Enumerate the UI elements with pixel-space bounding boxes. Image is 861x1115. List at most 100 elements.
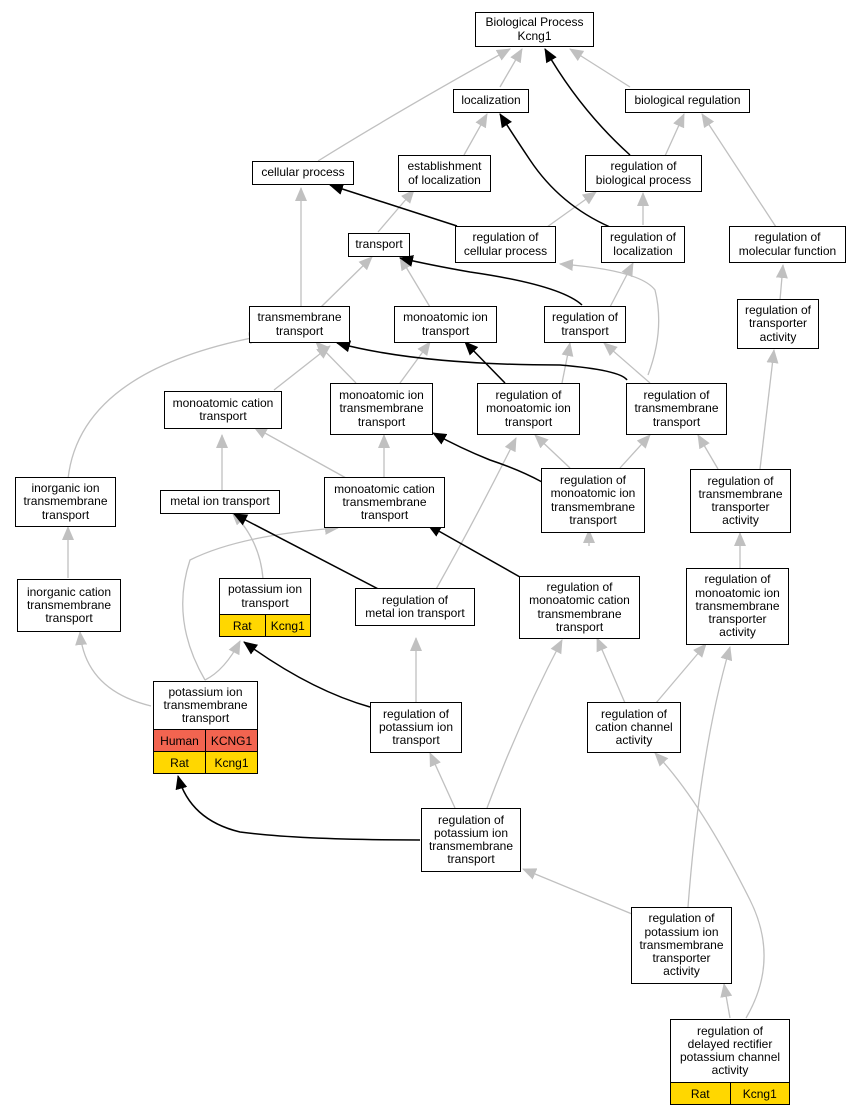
node-label: Biological Process Kcng1 xyxy=(485,15,584,43)
edge xyxy=(75,631,152,707)
node-transmembrane-transport[interactable]: transmembrane transport xyxy=(249,306,350,343)
edge xyxy=(231,511,264,580)
edge xyxy=(429,752,456,809)
edge xyxy=(534,434,571,469)
edge xyxy=(499,48,523,88)
node-label: regulation of potassium ion transmembran… xyxy=(428,812,514,867)
edge xyxy=(603,342,651,384)
node-label: localization xyxy=(461,93,521,108)
edge xyxy=(499,113,611,228)
node-label: potassium ion transmembrane transport xyxy=(163,684,248,726)
node-regulation-of-monoatomic-ion-transmembrane-transport[interactable]: regulation of monoatomic ion transmembra… xyxy=(541,468,645,533)
edge xyxy=(544,48,631,156)
node-regulation-of-transmembrane-transporter-activity[interactable]: regulation of transmembrane transporter … xyxy=(690,469,791,533)
node-label: regulation of potassium ion transport xyxy=(378,706,454,748)
edge xyxy=(486,639,563,809)
node-label: transport xyxy=(355,237,403,252)
edge xyxy=(697,434,719,470)
node-inorganic-ion-transmembrane-transport[interactable]: inorganic ion transmembrane transport xyxy=(15,477,116,527)
species-cell: Rat xyxy=(671,1083,730,1104)
node-regulation-of-biological-process[interactable]: regulation of biological process xyxy=(585,155,702,192)
species-cell: Human xyxy=(154,730,205,751)
node-label: inorganic ion transmembrane transport xyxy=(23,481,108,522)
edge xyxy=(655,643,707,704)
node-label: regulation of transporter activity xyxy=(744,303,812,344)
node-regulation-of-molecular-function[interactable]: regulation of molecular function xyxy=(729,226,846,263)
node-label: monoatomic ion transmembrane transport xyxy=(339,388,424,429)
node-regulation-of-monoatomic-ion-transmembrane-transporter-activity[interactable]: regulation of monoatomic ion transmembra… xyxy=(686,568,789,645)
edge xyxy=(399,256,431,308)
node-label: regulation of transmembrane transport xyxy=(634,388,719,429)
edge xyxy=(539,191,597,233)
edge xyxy=(664,113,685,157)
edge xyxy=(320,256,373,308)
node-regulation-of-transport[interactable]: regulation of transport xyxy=(544,306,626,343)
node-label: monoatomic cation transport xyxy=(172,395,274,423)
node-inorganic-cation-transmembrane-transport[interactable]: inorganic cation transmembrane transport xyxy=(17,579,121,632)
annotation-row-rat: Rat Kcng1 xyxy=(154,751,257,773)
node-regulation-of-monoatomic-ion-transport[interactable]: regulation of monoatomic ion transport xyxy=(477,383,580,435)
node-cellular-process[interactable]: cellular process xyxy=(252,161,354,185)
gene-cell: KCNG1 xyxy=(205,730,257,751)
node-label: monoatomic ion transport xyxy=(403,310,488,338)
node-potassium-ion-transmembrane-transport[interactable]: potassium ion transmembrane transport Hu… xyxy=(153,681,258,774)
species-cell: Rat xyxy=(220,615,265,636)
node-regulation-of-metal-ion-transport[interactable]: regulation of metal ion transport xyxy=(355,588,475,626)
gene-cell: Kcng1 xyxy=(729,1083,789,1104)
node-regulation-of-delayed-rectifier-potassium-channel-activity[interactable]: regulation of delayed rectifier potassiu… xyxy=(670,1019,790,1105)
node-monoatomic-cation-transmembrane-transport[interactable]: monoatomic cation transmembrane transpor… xyxy=(324,477,445,528)
annotation-row-human: Human KCNG1 xyxy=(154,729,257,751)
edge xyxy=(775,264,788,301)
edge xyxy=(243,641,371,708)
edge xyxy=(687,646,733,908)
node-regulation-of-cation-channel-activity[interactable]: regulation of cation channel activity xyxy=(587,702,681,753)
gene-cell: Kcng1 xyxy=(264,615,310,636)
gene-cell: Kcng1 xyxy=(205,752,257,773)
edge xyxy=(175,775,421,841)
node-biological-process[interactable]: Biological Process Kcng1 xyxy=(475,12,594,47)
node-monoatomic-ion-transport[interactable]: monoatomic ion transport xyxy=(394,306,497,343)
edge xyxy=(204,640,241,681)
node-label: regulation of cellular process xyxy=(463,230,548,258)
edge xyxy=(329,183,458,227)
edge xyxy=(434,437,517,592)
node-regulation-of-cellular-process[interactable]: regulation of cellular process xyxy=(455,226,556,263)
node-label: regulation of monoatomic ion transmembra… xyxy=(550,473,636,527)
node-potassium-ion-transport[interactable]: potassium ion transport Rat Kcng1 xyxy=(219,578,311,637)
edge xyxy=(720,983,733,1019)
edge xyxy=(336,340,628,381)
annotation-row-rat: Rat Kcng1 xyxy=(671,1082,789,1104)
node-regulation-of-transporter-activity[interactable]: regulation of transporter activity xyxy=(737,299,819,349)
edge xyxy=(463,113,488,156)
node-regulation-of-potassium-ion-transmembrane-transporter-activity[interactable]: regulation of potassium ion transmembran… xyxy=(631,907,732,984)
node-regulation-of-potassium-ion-transmembrane-transport[interactable]: regulation of potassium ion transmembran… xyxy=(421,808,521,872)
edge xyxy=(253,426,347,479)
node-label: regulation of transport xyxy=(551,310,619,338)
node-label: cellular process xyxy=(261,165,345,180)
node-label: inorganic cation transmembrane transport xyxy=(26,584,112,626)
node-label: transmembrane transport xyxy=(257,310,342,338)
edge xyxy=(432,432,543,483)
node-label: regulation of biological process xyxy=(595,159,692,187)
node-label: potassium ion transport xyxy=(227,582,303,610)
edge xyxy=(569,48,631,88)
edge xyxy=(609,262,634,308)
node-label: regulation of potassium ion transmembran… xyxy=(639,911,724,979)
node-localization[interactable]: localization xyxy=(453,89,529,113)
node-regulation-of-localization[interactable]: regulation of localization xyxy=(601,226,685,263)
edge xyxy=(399,255,583,306)
edge xyxy=(273,345,331,391)
node-monoatomic-ion-transmembrane-transport[interactable]: monoatomic ion transmembrane transport xyxy=(330,383,433,435)
node-establishment-of-localization[interactable]: establishment of localization xyxy=(398,155,491,192)
node-regulation-of-monoatomic-cation-transmembrane-transport[interactable]: regulation of monoatomic cation transmem… xyxy=(519,576,640,639)
edge xyxy=(427,524,521,578)
node-monoatomic-cation-transport[interactable]: monoatomic cation transport xyxy=(164,391,282,429)
edge xyxy=(377,189,415,233)
edge xyxy=(522,868,633,915)
node-biological-regulation[interactable]: biological regulation xyxy=(625,89,750,113)
node-regulation-of-transmembrane-transport[interactable]: regulation of transmembrane transport xyxy=(626,383,727,435)
node-regulation-of-potassium-ion-transport[interactable]: regulation of potassium ion transport xyxy=(370,702,462,753)
node-transport[interactable]: transport xyxy=(348,233,410,257)
node-metal-ion-transport[interactable]: metal ion transport xyxy=(160,490,280,514)
node-label: monoatomic cation transmembrane transpor… xyxy=(334,481,435,523)
